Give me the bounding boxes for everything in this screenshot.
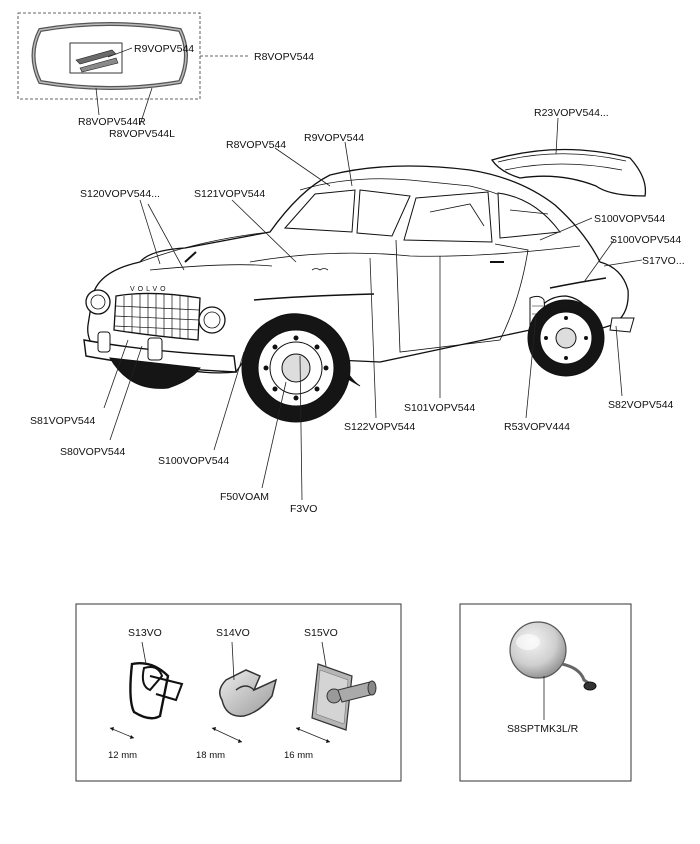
label-s100-lower: S100VOPV544 <box>158 455 229 467</box>
label-s15: S15VO <box>304 627 338 639</box>
label-s82: S82VOPV544 <box>608 399 674 411</box>
windscreen-inset <box>17 12 250 126</box>
rear-fender-moulding <box>549 277 607 289</box>
rear-hubcap <box>555 327 577 349</box>
clip-s14 <box>211 641 278 743</box>
mirror-base <box>583 681 597 691</box>
grille-brand-script: VOLVO <box>130 286 169 293</box>
label-seal-l: R8VOPV544L <box>109 128 175 140</box>
label-s101: S101VOPV544 <box>404 402 475 414</box>
leader-lines <box>103 117 643 501</box>
bumper-overrider <box>147 337 163 361</box>
label-s122: S122VOPV544 <box>344 421 415 433</box>
label-f3: F3VO <box>290 503 317 515</box>
size-s15: 16 mm <box>284 750 313 761</box>
windscreen <box>283 189 356 233</box>
label-rear-window: R23VOPV544... <box>534 107 609 119</box>
clip-s13 <box>109 641 184 739</box>
label-inset-window: R9VOPV544 <box>134 43 194 55</box>
size-s14: 18 mm <box>196 750 225 761</box>
size-s13: 12 mm <box>108 750 137 761</box>
label-roof-front: R8VOPV544 <box>226 139 286 151</box>
label-s100-mid: S100VOPV544 <box>610 234 681 246</box>
label-s121: S121VOPV544 <box>194 188 265 200</box>
label-s13: S13VO <box>128 627 162 639</box>
rear-bumper-tip <box>609 317 635 333</box>
label-mirror: S8SPTMK3L/R <box>507 723 579 735</box>
label-s17: S17VO... <box>642 255 685 267</box>
front-left-wheel-shadow <box>109 357 201 389</box>
front-hubcap <box>281 353 311 383</box>
car-illustration: VOLVO <box>83 148 647 423</box>
label-inset-seal: R8VOPV544 <box>254 51 314 63</box>
label-s100-upper: S100VOPV544 <box>594 213 665 225</box>
rear-window-seal <box>490 148 647 197</box>
front-fender-moulding <box>253 293 375 301</box>
hood-ornament <box>184 251 197 263</box>
label-roof-center: R9VOPV544 <box>304 132 364 144</box>
right-headlight <box>198 306 226 334</box>
rear-quarter-window <box>497 192 561 239</box>
door-window <box>403 191 493 243</box>
belt-moulding <box>249 245 581 263</box>
label-seal-r: R8VOPV544R <box>78 116 146 128</box>
front-side-window <box>356 189 411 237</box>
door-outline <box>395 239 529 353</box>
label-f50: F50VOAM <box>220 491 269 503</box>
clip-s15 <box>295 641 377 743</box>
mirror-head <box>509 621 567 679</box>
front-wheel <box>241 313 351 423</box>
badge-script <box>311 268 329 271</box>
rear-wheel <box>527 295 605 377</box>
label-s120: S120VOPV544... <box>80 188 160 200</box>
label-s80: S80VOPV544 <box>60 446 126 458</box>
label-s81: S81VOPV544 <box>30 415 96 427</box>
left-headlight <box>85 289 111 315</box>
mirror-box <box>459 603 632 782</box>
mirror-arm <box>561 662 591 686</box>
mirror-part <box>509 621 597 720</box>
label-s14: S14VO <box>216 627 250 639</box>
label-r53: R53VOPV444 <box>504 421 570 433</box>
